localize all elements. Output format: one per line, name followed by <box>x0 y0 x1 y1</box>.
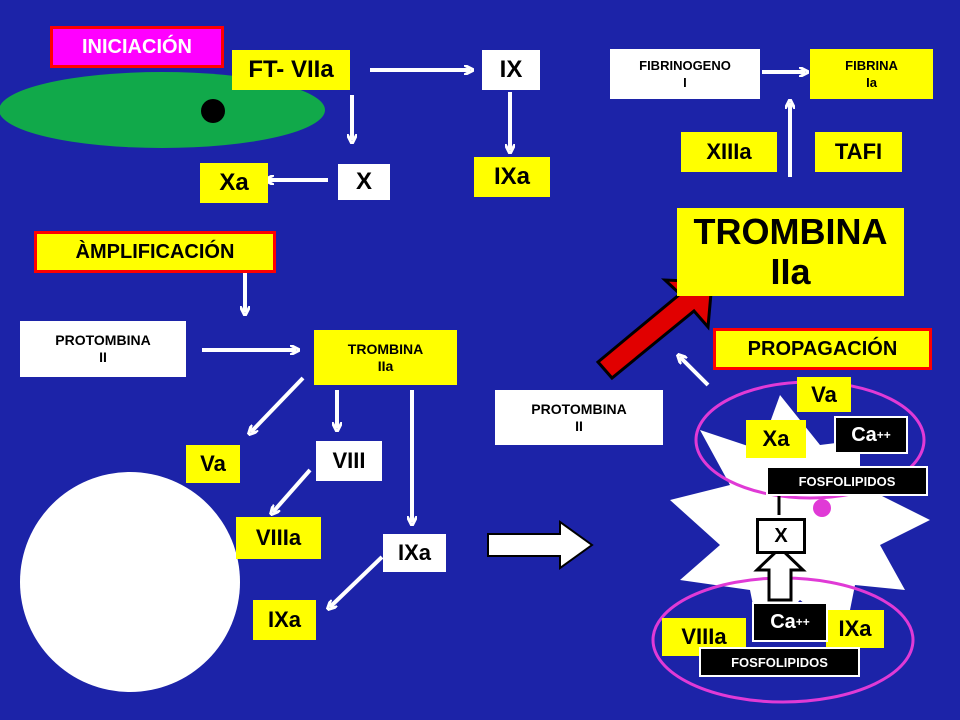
factor-ix-box: IX <box>482 50 540 90</box>
fibrin-box: FIBRINA Ia <box>810 49 933 99</box>
factor-viii-box: VIII <box>316 441 382 481</box>
initiation-stage-label: INICIACIÓN <box>50 26 224 68</box>
factor-xa-box-right: Xa <box>746 420 806 458</box>
factor-xa-box: Xa <box>200 163 268 203</box>
tissue-factor-cell-ellipse <box>0 72 325 148</box>
transfer-arrow <box>487 520 594 570</box>
tissue-factor-dot <box>201 99 225 123</box>
amplification-stage-label: ÀMPLIFICACIÓN <box>34 231 276 273</box>
calcium-box-bottom: Ca++ <box>752 602 828 642</box>
factor-va-box-left: Va <box>186 445 240 483</box>
platelet-circle <box>20 472 240 692</box>
factor-xiiia-box: XIIIa <box>681 132 777 172</box>
factor-viiia-box-right: VIIIa <box>662 618 746 656</box>
prothrombin-box-right: PROTOMBINA II <box>495 390 663 445</box>
arrow-ixa-to-ixa <box>330 555 384 607</box>
phospholipids-box-top: FOSFOLIPIDOS <box>766 466 928 496</box>
activated-platelet-starburst <box>670 395 930 640</box>
tafi-box: TAFI <box>815 132 902 172</box>
thrombin-box-small: TROMBINA IIa <box>314 330 457 385</box>
factor-ixa-box-white: IXa <box>383 534 446 572</box>
thrombin-box-large: TROMBINA IIa <box>677 208 904 296</box>
calcium-label: Ca <box>770 610 796 633</box>
arrow-propagation-to-thrombin <box>680 357 710 387</box>
prothrombin-box-left: PROTOMBINA II <box>20 321 186 377</box>
arrow-thrombin-to-va <box>251 376 305 432</box>
propagation-stage-label: PROPAGACIÓN <box>713 328 932 370</box>
x-activation-up-arrow <box>753 545 807 602</box>
factor-va-box-right: Va <box>797 377 851 412</box>
calcium-box-top: Ca++ <box>834 416 908 454</box>
factor-ixa-box: IXa <box>474 157 550 197</box>
membrane-anchor-dot <box>813 499 831 517</box>
arrow-viii-to-viiia <box>273 468 312 512</box>
factor-x-box: X <box>338 164 390 200</box>
factor-x-box-right: X <box>756 518 806 554</box>
factor-ixa-box-right: IXa <box>826 610 884 648</box>
phospholipids-box-bottom: FOSFOLIPIDOS <box>699 647 860 677</box>
calcium-label: Ca <box>851 423 877 446</box>
factor-ixa-box-left: IXa <box>253 600 316 640</box>
ft-viia-box: FT- VIIa <box>232 50 350 90</box>
factor-viiia-box-left: VIIIa <box>236 517 321 559</box>
fibrinogen-box: FIBRINOGENO I <box>610 49 760 99</box>
